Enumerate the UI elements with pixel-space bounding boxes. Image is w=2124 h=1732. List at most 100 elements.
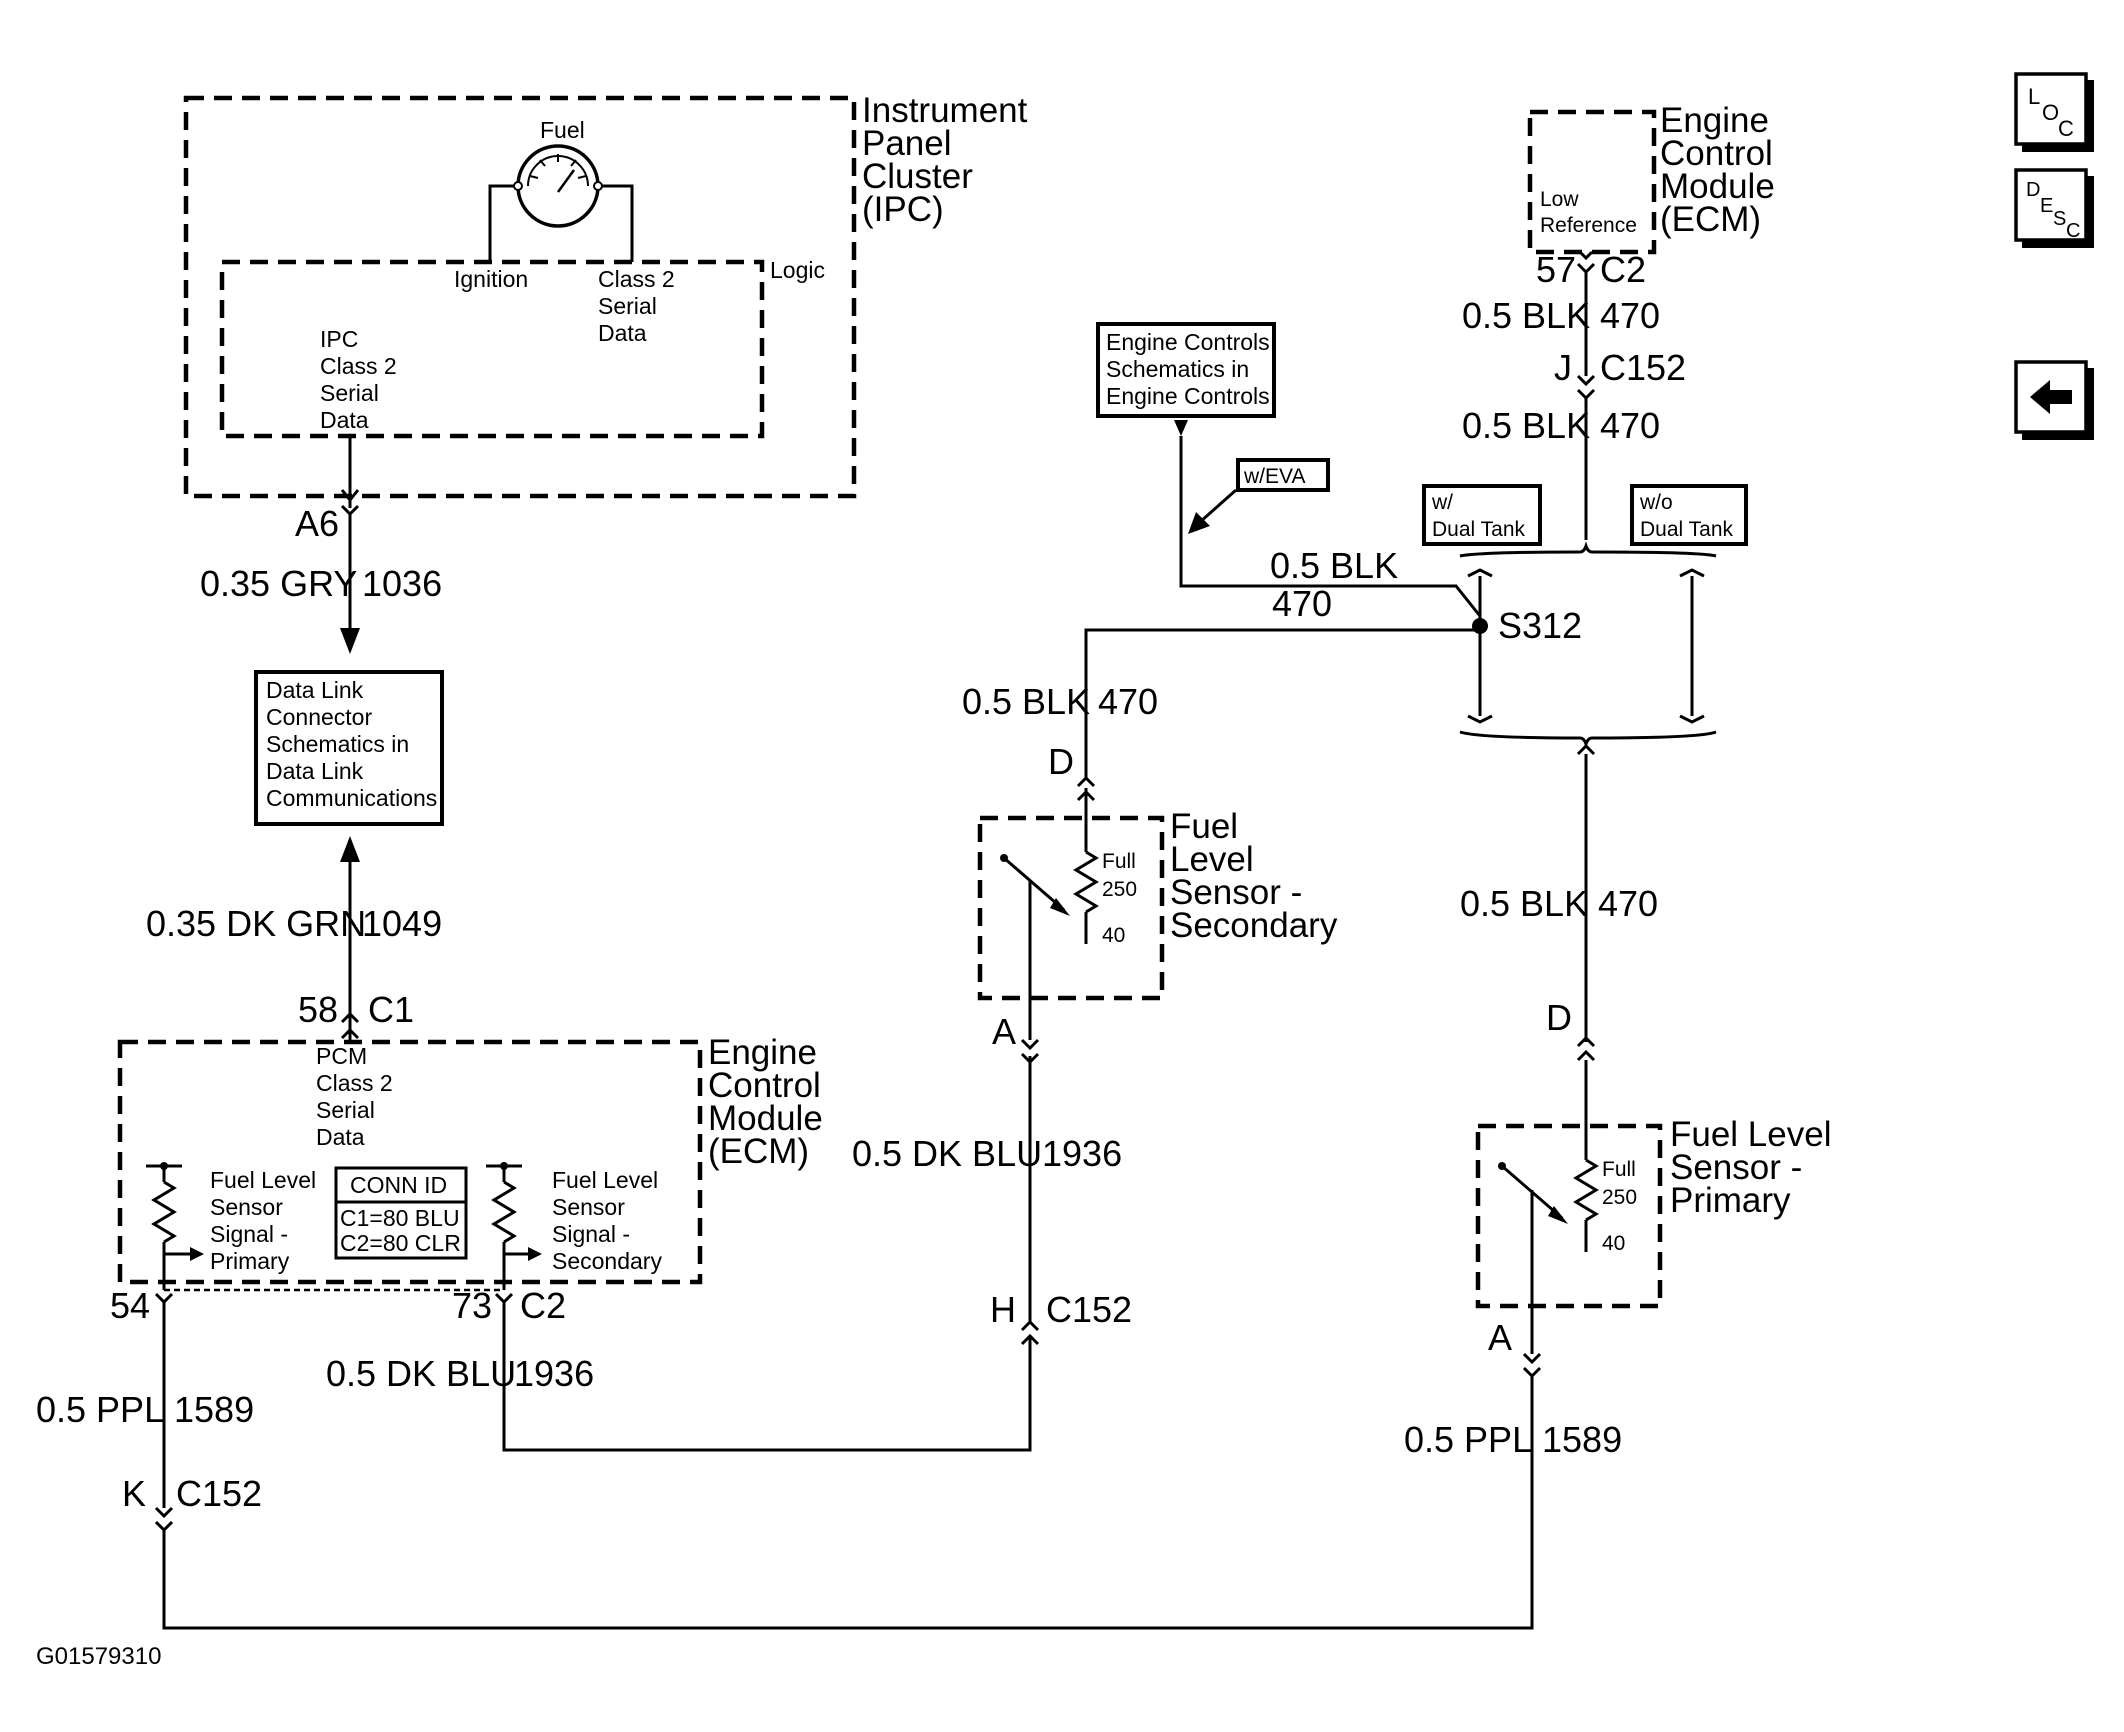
desc-icon: D E S C bbox=[2026, 179, 2080, 242]
svg-text:Serial: Serial bbox=[320, 380, 379, 406]
svg-text:(ECM): (ECM) bbox=[1660, 200, 1761, 239]
svg-text:Engine Controls: Engine Controls bbox=[1106, 329, 1270, 355]
circuit-470-sec-label: 470 bbox=[1098, 681, 1158, 722]
dlc-reference-text: Data Link Connector Schematics in Data L… bbox=[266, 677, 437, 811]
svg-text:Module: Module bbox=[1660, 167, 1775, 206]
svg-text:Fuel Level: Fuel Level bbox=[552, 1167, 658, 1193]
svg-text:(IPC): (IPC) bbox=[862, 190, 944, 229]
wire-blk-ecm-right2: 0.5 BLK bbox=[1462, 405, 1590, 446]
svg-text:Signal -: Signal - bbox=[552, 1221, 630, 1247]
secondary-40-label: 40 bbox=[1102, 924, 1125, 947]
primary-sensor-resistor-icon bbox=[1498, 1060, 1599, 1354]
secondary-full-label: Full bbox=[1102, 850, 1136, 873]
low-ref-label: Low bbox=[1540, 188, 1579, 211]
primary-pin-d: D bbox=[1546, 997, 1572, 1038]
reference-label: Reference bbox=[1540, 214, 1637, 237]
logic-label: Logic bbox=[770, 257, 825, 283]
c152-conn-j: C152 bbox=[1600, 347, 1686, 388]
svg-text:PCM: PCM bbox=[316, 1043, 367, 1069]
circuit-1036-label: 1036 bbox=[362, 563, 442, 604]
wire-blk-sec-label: 0.5 BLK bbox=[962, 681, 1090, 722]
ecm-conn-c1: C1 bbox=[368, 989, 414, 1030]
svg-text:Secondary: Secondary bbox=[552, 1248, 662, 1274]
ipc-serial-data-label: IPC Class 2 Serial Data bbox=[320, 326, 397, 433]
circuit-1936-mid-label: 1936 bbox=[1042, 1133, 1122, 1174]
conn-id-c1: C1=80 BLU bbox=[340, 1205, 460, 1231]
secondary-signal-label: Fuel Level Sensor Signal - Secondary bbox=[552, 1167, 662, 1274]
ecm-right-pin-57: 57 bbox=[1536, 249, 1576, 290]
svg-text:E: E bbox=[2040, 195, 2053, 217]
wire-ppl-left-label: 0.5 PPL bbox=[36, 1389, 164, 1430]
svg-text:Primary: Primary bbox=[1670, 1181, 1791, 1220]
primary-signal-resistor-icon bbox=[146, 1162, 204, 1290]
svg-text:Primary: Primary bbox=[210, 1248, 290, 1274]
primary-sensor-dashed-box bbox=[1475, 1123, 1663, 1309]
circuit-470-s312-label: 470 bbox=[1272, 583, 1332, 624]
svg-text:w/: w/ bbox=[1431, 491, 1453, 514]
circuit-470-prim-label: 470 bbox=[1598, 883, 1658, 924]
class2-label: Class 2 Serial Data bbox=[598, 266, 675, 346]
conn-id-header bbox=[334, 1166, 468, 1204]
svg-text:Data: Data bbox=[316, 1124, 365, 1150]
svg-text:Engine Controls: Engine Controls bbox=[1106, 383, 1270, 409]
figure-id: G01579310 bbox=[36, 1643, 161, 1670]
svg-text:S: S bbox=[2053, 208, 2066, 230]
conn-id-body bbox=[334, 1200, 468, 1260]
svg-text:Fuel Level: Fuel Level bbox=[1670, 1115, 1831, 1154]
svg-text:L: L bbox=[2028, 84, 2040, 109]
wire-dkblu-left-label: 0.5 DK BLU bbox=[326, 1353, 516, 1394]
secondary-sensor-resistor-icon bbox=[1000, 788, 1099, 1040]
svg-text:Schematics in: Schematics in bbox=[1106, 356, 1249, 382]
ecm-right-title: Engine Control Module (ECM) bbox=[1660, 101, 1775, 239]
wire-gry-label: 0.35 GRY bbox=[200, 563, 357, 604]
c152-conn-k: C152 bbox=[176, 1473, 262, 1514]
circuit-1589-right-label: 1589 bbox=[1542, 1419, 1622, 1460]
svg-text:O: O bbox=[2042, 100, 2059, 125]
ecm-left-dashed-box bbox=[117, 1039, 703, 1285]
fuel-gauge-icon bbox=[513, 144, 603, 228]
loc-button[interactable]: L O C bbox=[2014, 72, 2094, 152]
gauge-label: Fuel bbox=[540, 117, 585, 143]
svg-text:Fuel: Fuel bbox=[1170, 807, 1238, 846]
engine-controls-reference-text: Engine Controls Schematics in Engine Con… bbox=[1106, 329, 1270, 409]
secondary-signal-resistor-icon bbox=[486, 1162, 542, 1290]
primary-250-label: 250 bbox=[1602, 1186, 1637, 1209]
c152-pin-k: K bbox=[122, 1473, 146, 1514]
svg-text:Class 2: Class 2 bbox=[598, 266, 675, 292]
svg-text:Dual Tank: Dual Tank bbox=[1640, 518, 1734, 541]
ipc-logic-box bbox=[219, 259, 765, 439]
svg-text:Fuel Level: Fuel Level bbox=[210, 1167, 316, 1193]
secondary-sensor-dashed-box bbox=[977, 815, 1165, 1001]
splice-s312-label: S312 bbox=[1498, 605, 1582, 646]
engine-controls-reference-box[interactable] bbox=[1096, 322, 1276, 418]
ecm-pin-73: 73 bbox=[452, 1285, 492, 1326]
circuit-1936-left-label: 1936 bbox=[514, 1353, 594, 1394]
secondary-pin-a: A bbox=[992, 1011, 1016, 1052]
c152-conn-h: C152 bbox=[1046, 1289, 1132, 1330]
back-arrow-icon bbox=[2030, 380, 2072, 414]
wire-dkblu-mid-label: 0.5 DK BLU bbox=[852, 1133, 1042, 1174]
svg-text:Communications: Communications bbox=[266, 785, 437, 811]
svg-text:Sensor: Sensor bbox=[210, 1194, 283, 1220]
wire-blk-ecm-right1: 0.5 BLK bbox=[1462, 295, 1590, 336]
ecm-conn-c2: C2 bbox=[520, 1285, 566, 1326]
primary-40-label: 40 bbox=[1602, 1232, 1625, 1255]
svg-text:Connector: Connector bbox=[266, 704, 372, 730]
desc-button[interactable]: D E S C bbox=[2014, 168, 2094, 248]
secondary-sensor-title: Fuel Level Sensor - Secondary bbox=[1170, 807, 1338, 945]
wire-ppl-right-label: 0.5 PPL bbox=[1404, 1419, 1532, 1460]
svg-text:Secondary: Secondary bbox=[1170, 906, 1338, 945]
ipc-dashed-box bbox=[183, 95, 857, 499]
svg-text:Data Link: Data Link bbox=[266, 677, 364, 703]
wire-blk-s312-label: 0.5 BLK bbox=[1270, 545, 1398, 586]
option-brace-bottom bbox=[1459, 730, 1717, 749]
svg-text:Data Link: Data Link bbox=[266, 758, 364, 784]
svg-text:Sensor: Sensor bbox=[552, 1194, 625, 1220]
dlc-reference-box[interactable] bbox=[254, 670, 444, 826]
c152-pin-j: J bbox=[1554, 347, 1572, 388]
ecm-right-conn-c2: C2 bbox=[1600, 249, 1646, 290]
wire-dkgrn-label: 0.35 DK GRN bbox=[146, 903, 366, 944]
back-button[interactable] bbox=[2014, 360, 2094, 440]
svg-text:Control: Control bbox=[1660, 134, 1773, 173]
